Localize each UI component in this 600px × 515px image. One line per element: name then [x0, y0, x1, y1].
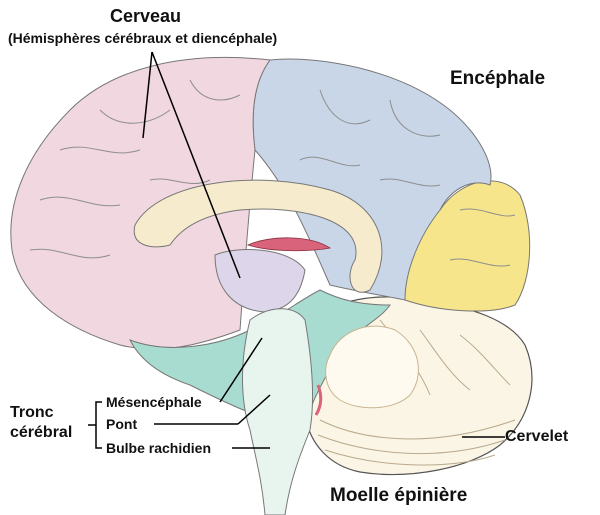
label-encephale: Encéphale: [450, 68, 546, 89]
label-cerveau-detail: (Hémisphères cérébraux et diencéphale): [8, 30, 278, 46]
leader-lines: [88, 51, 505, 449]
parietal-lobe-shape: [252, 58, 492, 301]
label-tronc: Tronc: [10, 404, 54, 421]
diencephalon-shape: [214, 249, 306, 313]
label-cerveau: Cerveau: [110, 6, 182, 26]
corpus-callosum-shape: [133, 179, 383, 293]
arbor-vitae: [325, 325, 419, 409]
choroid-plexus-shape: [246, 237, 332, 252]
label-mesencephale: Mésencéphale: [106, 394, 202, 410]
label-moelle: Moelle épinière: [330, 485, 468, 506]
fourth-ventricle-mark: [314, 384, 323, 416]
label-cervelet: Cervelet: [505, 428, 569, 445]
label-pont: Pont: [106, 416, 138, 432]
label-bulbe: Bulbe rachidien: [106, 440, 212, 456]
frontal-lobe-shape: [10, 57, 271, 350]
gyri-lines: [29, 79, 516, 267]
brainstem-column: [242, 308, 313, 515]
label-cerebral: cérébral: [10, 424, 73, 441]
